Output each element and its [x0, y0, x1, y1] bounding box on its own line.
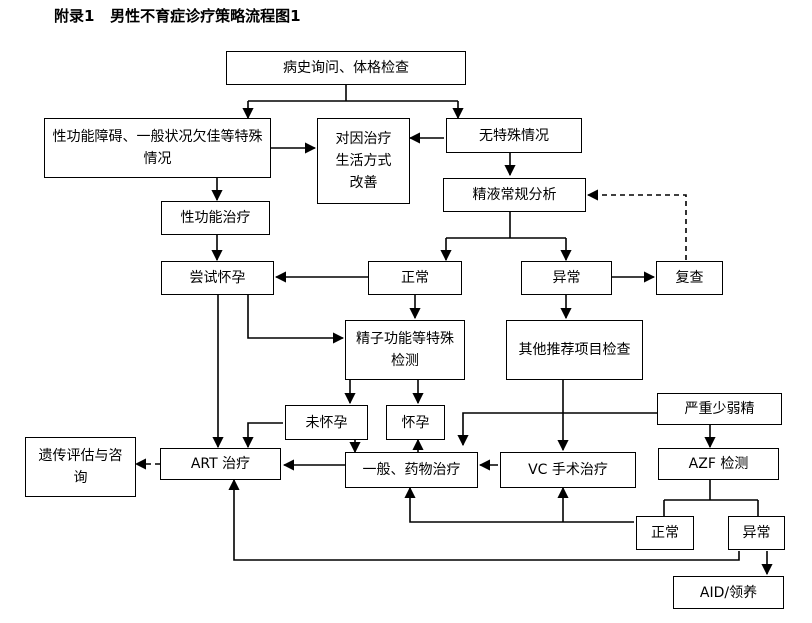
node-label: 遗传评估与咨询: [38, 448, 123, 486]
node-label: 对因治疗生活方式改善: [335, 131, 392, 191]
semen-analysis-box: 精液常规分析: [443, 178, 586, 212]
sperm-function-box: 精子功能等特殊检测: [345, 320, 465, 380]
node-label: 异常: [742, 525, 771, 541]
title-text: 男性不育症诊疗策略流程图1: [110, 7, 301, 25]
node-label: 复查: [675, 270, 704, 286]
node-label: 性功能治疗: [180, 210, 251, 226]
node-label: 正常: [401, 270, 429, 286]
no-special-box: 无特殊情况: [446, 118, 582, 153]
normal-box-1: 正常: [368, 261, 462, 295]
pregnant-box: 怀孕: [386, 405, 445, 440]
normal-box-2: 正常: [636, 516, 694, 550]
node-label: 严重少弱精: [684, 401, 755, 417]
history-exam-box: 病史询问、体格检查: [226, 51, 466, 85]
aid-adoption-box: AID/领养: [673, 576, 784, 609]
connector: [457, 412, 657, 447]
abnormal-box-2: 异常: [728, 516, 785, 550]
node-label: VC 手术治疗: [528, 462, 608, 478]
node-label: AZF 检测: [688, 456, 749, 472]
genetic-counseling-box: 遗传评估与咨询: [25, 437, 136, 497]
sexual-treatment-box: 性功能治疗: [161, 201, 270, 235]
art-box: ART 治疗: [160, 448, 281, 480]
node-label: ART 治疗: [190, 456, 251, 472]
node-label: 一般、药物治疗: [362, 462, 461, 478]
other-tests-box: 其他推荐项目检查: [506, 320, 643, 380]
node-label: 正常: [651, 525, 679, 541]
node-label: 其他推荐项目检查: [518, 342, 631, 358]
node-label: 怀孕: [401, 414, 430, 431]
severe-oligo-box: 严重少弱精: [657, 393, 782, 425]
etiologic-treatment-box: 对因治疗生活方式改善: [317, 118, 410, 204]
page-title: 附录1 男性不育症诊疗策略流程图1: [54, 5, 301, 26]
node-label: 精子功能等特殊检测: [356, 331, 454, 369]
connector: [242, 422, 283, 449]
abnormal-box-1: 异常: [521, 261, 612, 295]
general-drug-box: 一般、药物治疗: [345, 452, 478, 488]
node-label: 尝试怀孕: [189, 270, 246, 286]
connector: [247, 295, 345, 344]
node-label: 精液常规分析: [472, 187, 557, 203]
connector: [404, 486, 634, 523]
not-pregnant-box: 未怀孕: [285, 405, 368, 440]
recheck-box: 复查: [656, 261, 723, 295]
connector: [586, 189, 687, 260]
node-label: AID/领养: [699, 584, 758, 601]
sexual-dysfunction-box: 性功能障碍、一般状况欠佳等特殊情况: [44, 118, 271, 178]
node-label: 病史询问、体格检查: [283, 60, 409, 76]
node-label: 未怀孕: [305, 414, 348, 431]
node-label: 异常: [552, 270, 581, 286]
connector: [228, 478, 740, 561]
vc-surgery-box: VC 手术治疗: [500, 452, 636, 488]
try-conception-box: 尝试怀孕: [161, 261, 274, 295]
title-prefix: 附录1: [54, 7, 95, 25]
node-label: 性功能障碍、一般状况欠佳等特殊情况: [52, 129, 263, 167]
node-label: 无特殊情况: [479, 127, 549, 144]
azf-test-box: AZF 检测: [658, 448, 779, 480]
